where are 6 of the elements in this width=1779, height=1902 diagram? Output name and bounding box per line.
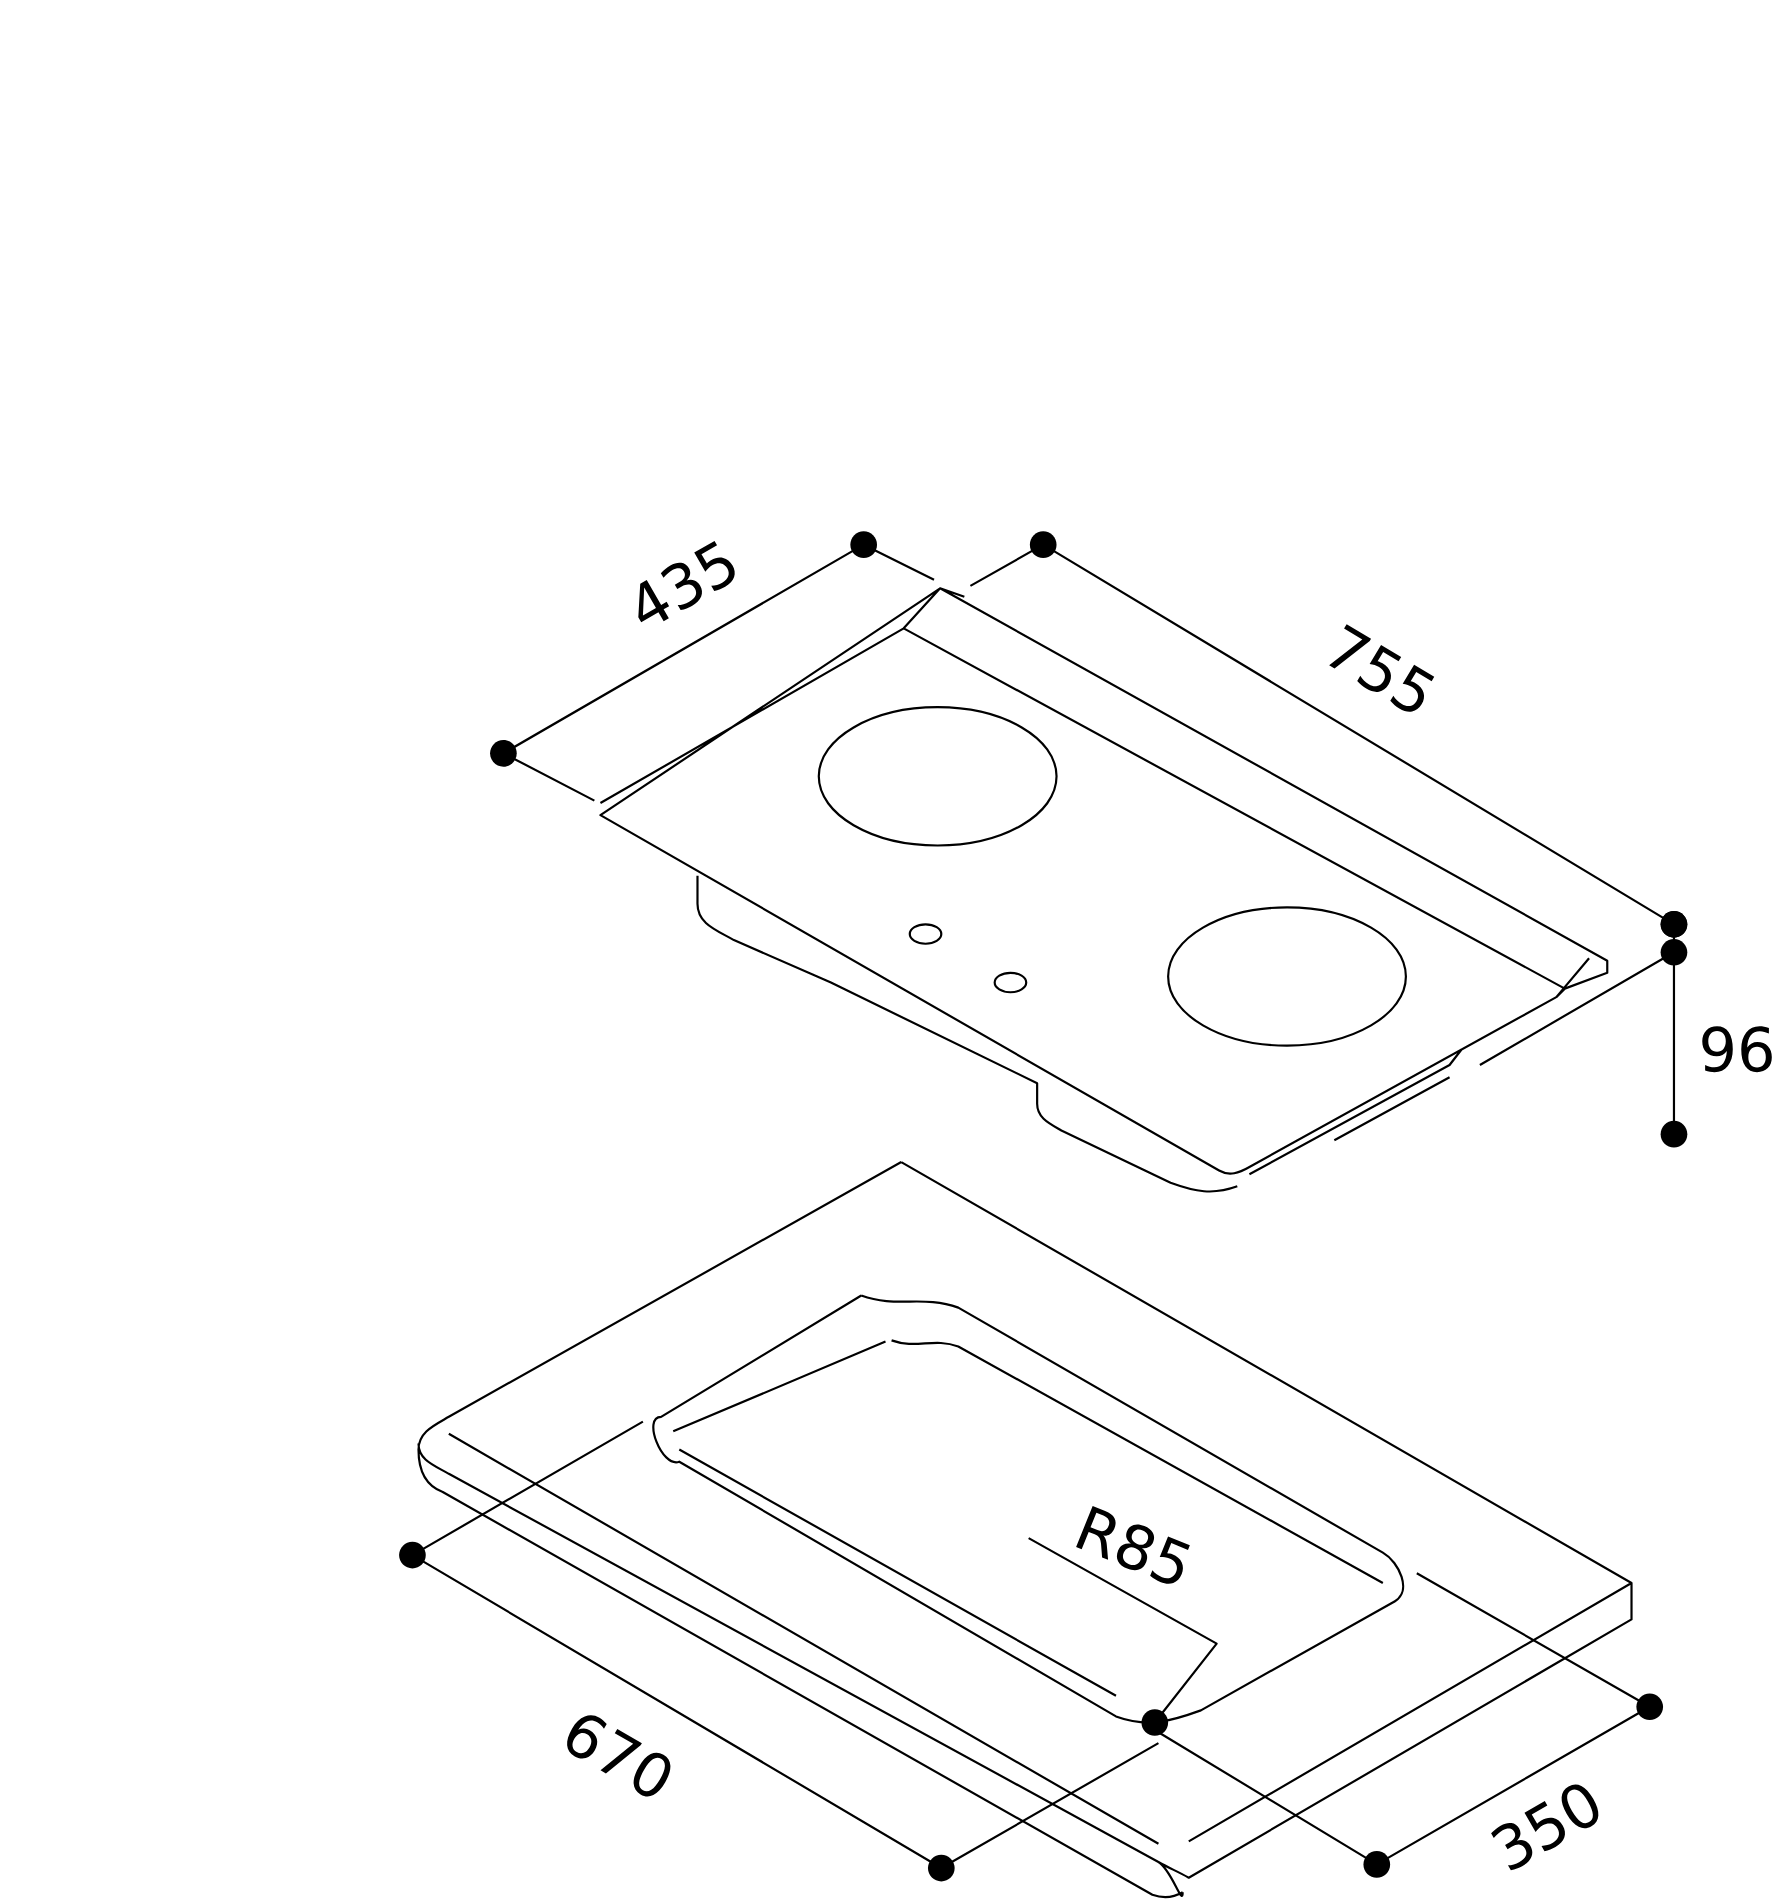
dimension-label: R85 <box>1075 1505 1190 1584</box>
dimension-label: 755 <box>1328 624 1434 712</box>
dimension-label: 96 <box>1702 1026 1772 1073</box>
dimension-label: 435 <box>638 540 735 623</box>
dimension-label: 350 <box>1490 1784 1599 1871</box>
dimension-label: 670 <box>566 1715 671 1797</box>
